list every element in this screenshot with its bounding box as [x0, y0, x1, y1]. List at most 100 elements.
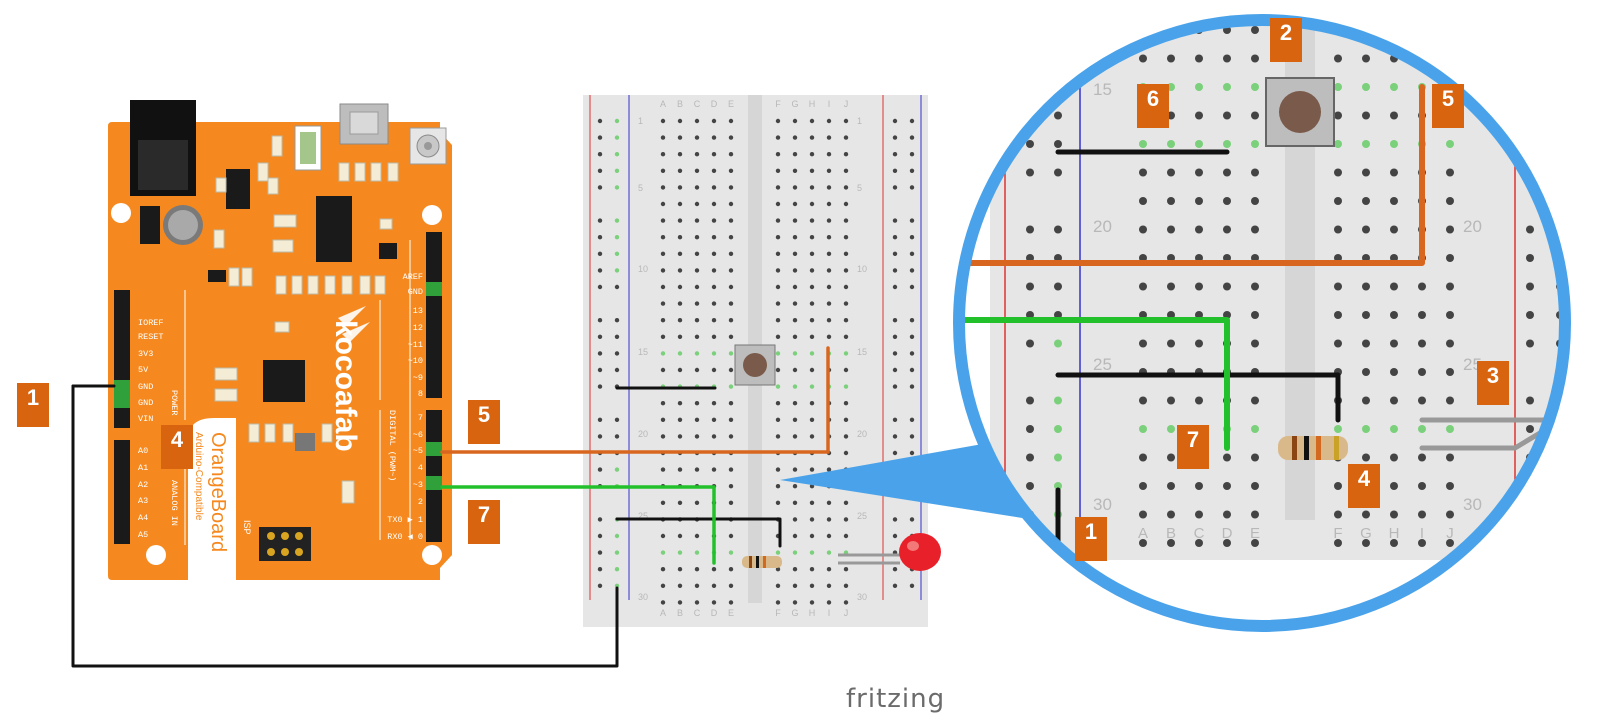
zoom-hole	[1334, 140, 1342, 148]
breadboard-hole	[843, 500, 849, 505]
breadboard-hole	[843, 135, 849, 140]
breadboard-hole	[694, 168, 700, 173]
zoom-hole	[1418, 368, 1426, 376]
breadboard-hole	[660, 185, 666, 190]
zoom-hole	[1167, 140, 1175, 148]
zoom-col-j: J	[1446, 525, 1454, 542]
breadboard-hole	[694, 301, 700, 306]
rail-hole	[597, 185, 603, 190]
zoom-rail-hole	[1526, 282, 1534, 291]
rail-hole	[892, 417, 898, 422]
breadboard	[583, 95, 928, 627]
bb-row-10-right: 10	[857, 264, 867, 274]
breadboard-hole	[843, 251, 849, 256]
rail-hole	[597, 583, 603, 588]
breadboard-hole	[694, 284, 700, 290]
breadboard-hole	[843, 152, 849, 157]
breadboard-hole	[677, 185, 683, 190]
breadboard-hole	[694, 185, 700, 190]
rail-hole	[597, 218, 603, 223]
breadboard-hole	[826, 218, 832, 223]
breadboard-hole	[711, 235, 717, 240]
bb-col-g: G	[791, 99, 798, 109]
rail-hole	[909, 235, 915, 240]
breadboard-hole	[660, 583, 666, 588]
zoom-rail-hole	[1556, 0, 1564, 6]
breadboard-hole	[660, 152, 666, 157]
rail-hole	[597, 351, 603, 356]
zoom-hole	[1223, 140, 1231, 148]
bb-col-c-bottom: C	[694, 608, 701, 618]
breadboard-hole	[843, 301, 849, 306]
zoom-rail-hole	[1526, 54, 1534, 63]
callout-3-zoom: 3	[1477, 361, 1509, 405]
rail-hole	[614, 284, 620, 290]
breadboard-hole	[677, 583, 683, 588]
breadboard-hole	[775, 500, 781, 505]
zoom-hole	[1446, 453, 1454, 462]
zoom-hole	[1195, 482, 1203, 490]
bb-col-g-bottom: G	[791, 608, 798, 618]
breadboard-hole	[843, 351, 849, 356]
breadboard-hole	[728, 185, 734, 190]
breadboard-hole	[677, 567, 683, 572]
zoom-hole	[1362, 140, 1370, 148]
breadboard-hole	[843, 284, 849, 290]
zoom-hole	[1362, 510, 1370, 519]
zoom-hole	[1418, 396, 1426, 405]
rail-hole	[614, 550, 620, 555]
rail-hole	[892, 185, 898, 190]
zoom-hole	[1139, 482, 1147, 490]
breadboard-hole	[809, 235, 815, 240]
breadboard-hole	[775, 401, 781, 406]
breadboard-hole	[660, 500, 666, 505]
breadboard-hole	[694, 118, 700, 124]
breadboard-hole	[775, 484, 781, 489]
breadboard-hole	[677, 235, 683, 240]
breadboard-hole	[843, 118, 849, 124]
rail-hole	[614, 533, 620, 539]
pin-label-4: 4	[418, 463, 423, 473]
zoom-hole	[1167, 425, 1175, 433]
zoom-hole	[1223, 83, 1231, 91]
zoom-rail-hole	[1556, 453, 1564, 462]
brand-mark-icon	[338, 306, 370, 342]
zoom-ring	[953, 14, 1571, 632]
bb-row-5: 5	[638, 183, 643, 193]
fritzing-logo: fritzing	[846, 684, 946, 714]
zoom-col-c: C	[1194, 525, 1205, 542]
breadboard-hole	[792, 517, 798, 522]
zoom-hole	[1390, 26, 1398, 34]
zoom-hole	[1334, 510, 1342, 519]
breadboard-hole	[843, 517, 849, 522]
breadboard-hole	[728, 467, 734, 472]
breadboard-hole	[809, 401, 815, 406]
rail-hole	[614, 367, 620, 373]
breadboard-hole	[711, 334, 717, 339]
bb-col-h: H	[809, 99, 816, 109]
breadboard-hole	[711, 467, 717, 472]
breadboard-hole	[792, 367, 798, 373]
zoom-rail-hole	[1526, 311, 1534, 319]
breadboard-hole	[728, 500, 734, 505]
breadboard-hole	[775, 550, 781, 555]
breadboard-hole	[677, 434, 683, 439]
zoom-rail-hole	[1026, 282, 1034, 291]
callout-1-zoom: 1	[1075, 517, 1107, 561]
pin-label-gnd2: GND	[138, 398, 153, 408]
breadboard-hole	[677, 401, 683, 406]
rail-hole	[597, 434, 603, 439]
zoom-rail-hole	[1026, 54, 1034, 63]
breadboard-hole	[843, 367, 849, 373]
rail-hole	[892, 135, 898, 140]
breadboard-hole	[728, 301, 734, 306]
breadboard-hole	[809, 417, 815, 422]
zoom-hole	[1418, 453, 1426, 462]
zoom-view: 15 20 25 30 15 20 25 30 A B C D E F G H …	[959, 0, 1565, 626]
pin-label-a5: A5	[138, 530, 148, 540]
rail-hole	[892, 152, 898, 157]
rail-hole	[892, 533, 898, 539]
zoom-hole	[1139, 168, 1147, 177]
zoom-hole	[1167, 168, 1175, 177]
zoom-hole	[1446, 510, 1454, 519]
